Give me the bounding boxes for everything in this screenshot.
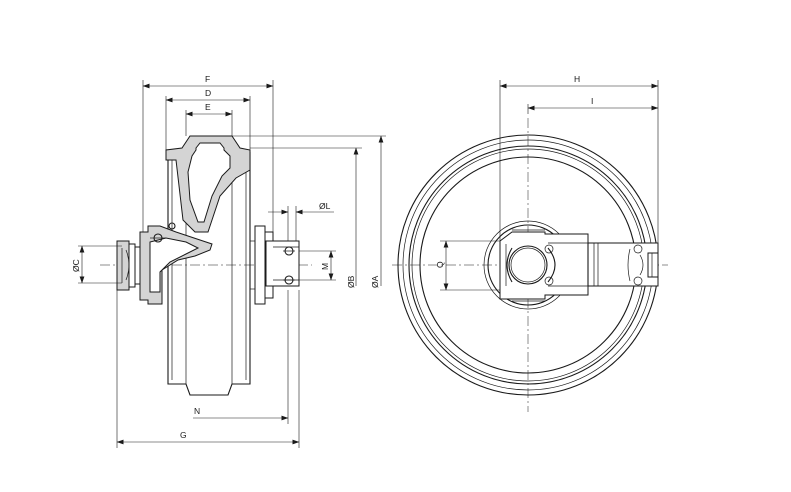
dim-label-e: E — [205, 102, 211, 112]
dim-label-h: H — [574, 74, 580, 84]
dim-label-l: ØL — [319, 201, 331, 211]
front-view-dimensions: H I Q — [435, 74, 659, 291]
dim-label-d: D — [205, 88, 211, 98]
dim-label-q: Q — [435, 261, 445, 268]
dim-label-m: M — [320, 263, 330, 270]
side-view-dimensions: F D E ØL ØB ØA M ØC — [71, 74, 386, 448]
dim-label-c: ØC — [71, 259, 81, 272]
dim-label-g: G — [180, 430, 187, 440]
dim-label-n: N — [194, 406, 200, 416]
dim-label-a: ØA — [370, 275, 380, 288]
side-view — [100, 135, 312, 396]
dim-label-i: I — [591, 96, 593, 106]
dim-label-b: ØB — [346, 275, 356, 288]
dim-label-f: F — [205, 74, 210, 84]
front-view — [392, 118, 668, 412]
